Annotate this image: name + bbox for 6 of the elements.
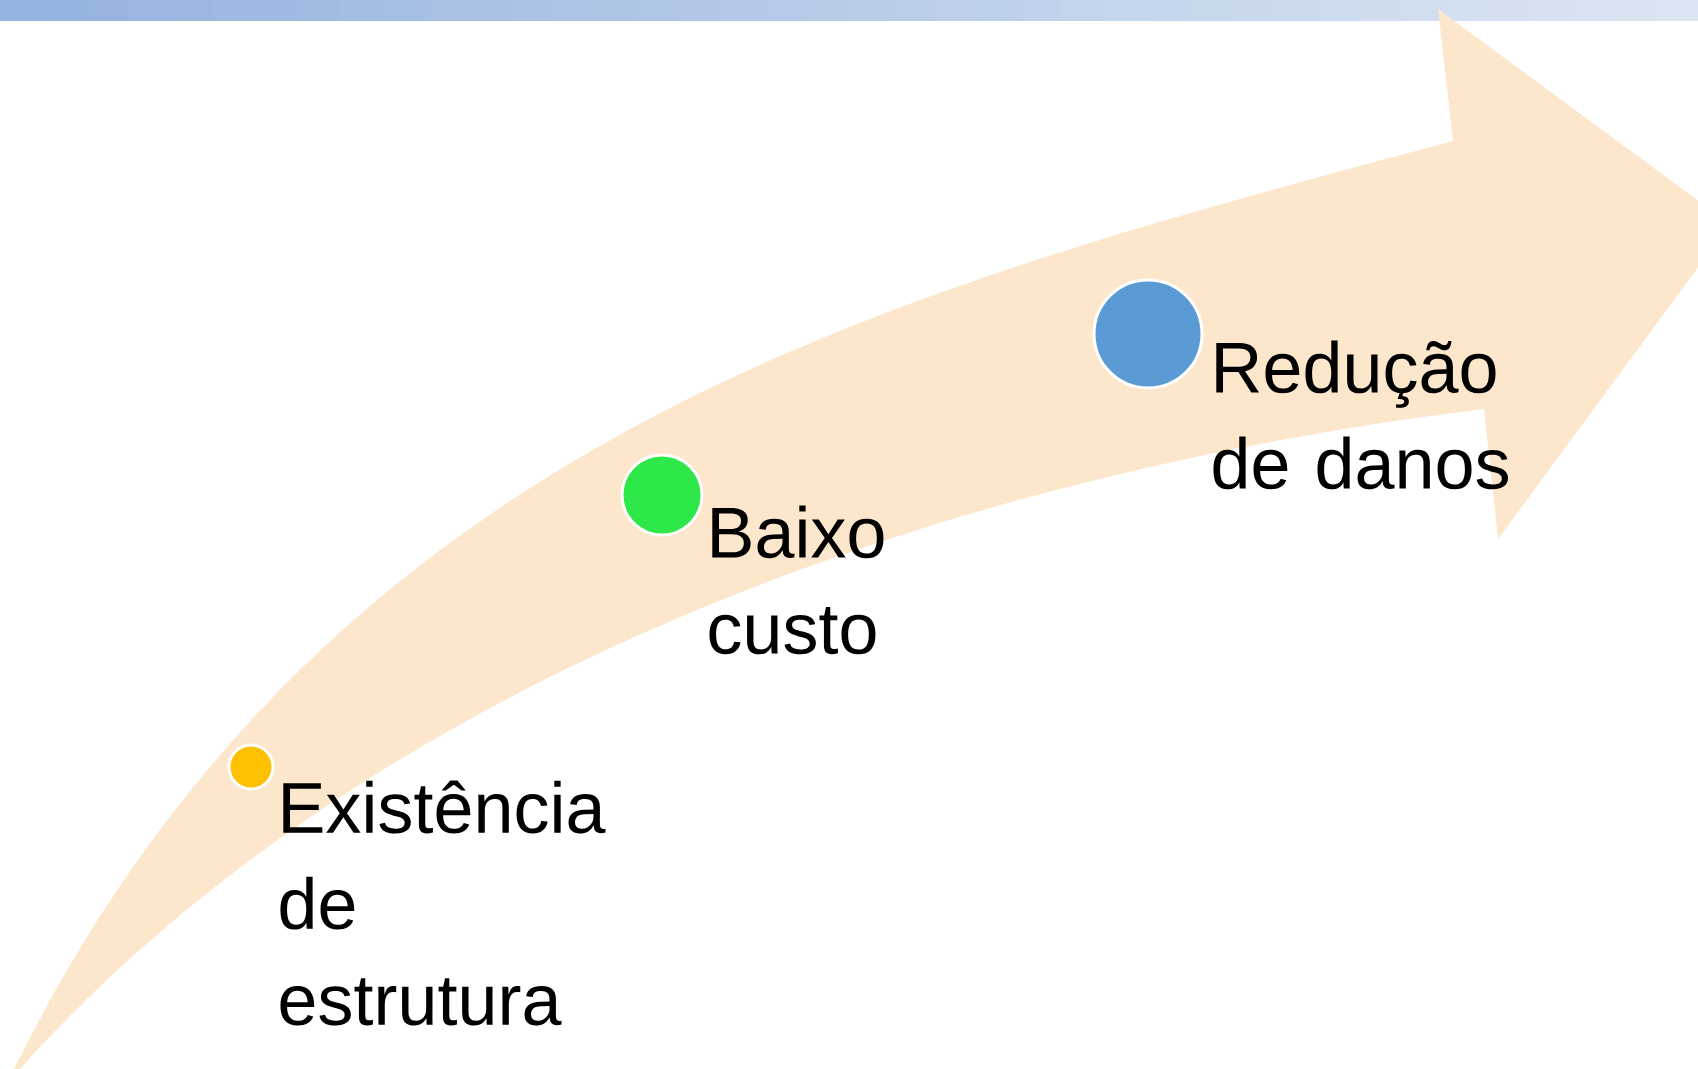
dot [1092,278,1204,390]
node-label: Redução de danos [1213,340,1508,490]
dot [620,453,704,537]
node-label: Existência de estrutura [280,780,606,1026]
node-label: Baixo custo [709,505,884,655]
dot [227,743,275,791]
